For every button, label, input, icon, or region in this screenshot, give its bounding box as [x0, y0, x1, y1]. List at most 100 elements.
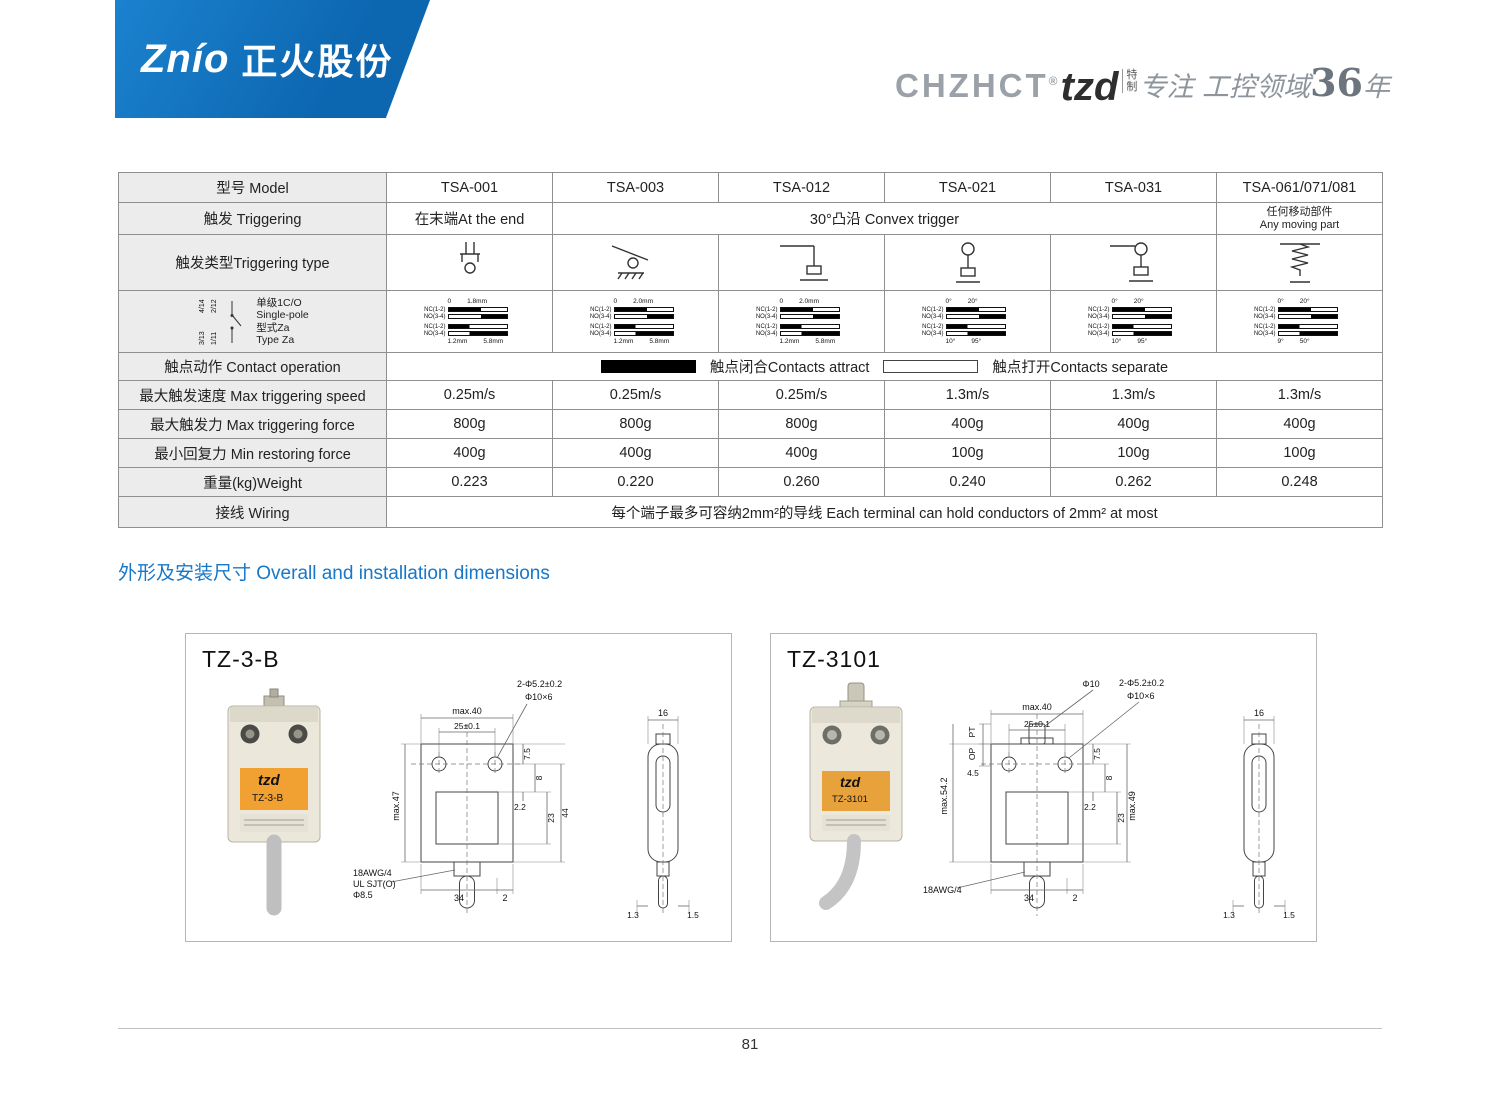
photo-brand-text: tzd — [840, 774, 861, 790]
min-force-value: 100g — [1216, 438, 1383, 468]
dim-op: OP — [967, 748, 977, 761]
contact-label: NO(3-4) — [1087, 330, 1110, 337]
pole-line: Single-pole — [256, 309, 309, 321]
row-model: 型号 Model TSA-001 TSA-003 TSA-012 TSA-021… — [118, 172, 1383, 203]
photo-model-text: TZ-3-B — [252, 793, 283, 804]
contacts-attract-label: 触点闭合Contacts attract — [709, 360, 870, 376]
header-slogan: 专注 工控领域36年 — [1140, 60, 1390, 105]
dim-1-3: 1.3 — [1223, 910, 1235, 920]
weight-value: 0.248 — [1216, 467, 1383, 497]
spec-table: 型号 Model TSA-001 TSA-003 TSA-012 TSA-021… — [118, 172, 1383, 528]
brand-tzd: tzd 特制 — [1061, 67, 1140, 107]
contacts-separate-bar — [883, 360, 979, 373]
footer-divider — [118, 1028, 1382, 1029]
max-force-value: 400g — [884, 409, 1051, 439]
row-label-contact-operation: 触点动作 Contact operation — [118, 352, 387, 381]
contact-label: NC(1-2) — [1254, 306, 1276, 313]
contact-label: NC(1-2) — [756, 306, 778, 313]
contact-diagram-cell: 0°20° NC(1-2) NO(3-4) NC(1-2) NO(3-4) 10… — [1050, 290, 1217, 353]
contact-bar — [447, 331, 508, 336]
photo-model-text: TZ-3101 — [832, 794, 868, 805]
max-force-value: 800g — [718, 409, 885, 439]
photo-mounting-hole-inner — [293, 729, 303, 739]
contact-bar — [447, 307, 508, 312]
dim-max-width: max.40 — [1022, 702, 1052, 712]
contact-timing-diagram: 0°20° NC(1-2) NO(3-4) NC(1-2) NO(3-4) 10… — [914, 297, 1022, 346]
triggering-convex: 30°凸沿 Convex trigger — [552, 202, 1217, 235]
scale-label: 5.8mm — [649, 338, 670, 345]
header-brand-strip: CHZHCT® tzd 特制 专注 工控领域36年 — [895, 60, 1390, 107]
row-label-max-force: 最大触发力 Max triggering force — [118, 409, 387, 439]
max-force-value: 800g — [552, 409, 719, 439]
photo-top-strip — [230, 707, 318, 722]
pole-line: Type Za — [256, 334, 295, 346]
dim-1-3: 1.3 — [627, 910, 639, 920]
section-title: 外形及安装尺寸 Overall and installation dimensi… — [118, 563, 550, 584]
scale-label: 10° — [945, 338, 956, 345]
photo-mounting-hole-inner — [245, 729, 255, 739]
brand-chzhct-text: CHZHCT — [895, 67, 1049, 104]
scale-label: 0 — [447, 298, 452, 305]
wiring-value: 每个端子最多可容纳2mm²的导线 Each terminal can hold … — [386, 496, 1383, 528]
contact-bar — [613, 314, 674, 319]
actuator-icon-spring-wobble — [1279, 242, 1320, 283]
contact-bar — [613, 307, 674, 312]
dim-max-height2: max.49 — [1127, 791, 1137, 821]
contact-bar — [613, 324, 674, 329]
row-label-trigger-type: 触发类型Triggering type — [118, 234, 387, 291]
contact-label: NC(1-2) — [922, 323, 944, 330]
dim-max-height: max.54.2 — [939, 777, 949, 814]
weight-value: 0.240 — [884, 467, 1051, 497]
dim-2: 2 — [1072, 893, 1077, 903]
triggering-any: 任何移动部件 Any moving part — [1216, 202, 1383, 235]
pole-line: 单级1C/O — [256, 296, 302, 309]
scale-label: 0 — [613, 298, 618, 305]
row-max-force: 最大触发力 Max triggering force 800g 800g 800… — [118, 409, 1383, 439]
max-speed-value: 0.25m/s — [718, 380, 885, 410]
scale-label: 9° — [1277, 338, 1284, 345]
tz3101-product-photo: tzd TZ-3101 — [809, 682, 903, 910]
contact-bar — [447, 324, 508, 329]
brand-chzhct: CHZHCT® — [895, 67, 1061, 105]
contact-operation-legend-cell: 触点闭合Contacts attract 触点打开Contacts separa… — [386, 352, 1383, 381]
terminal-label: 1/11 — [211, 331, 218, 344]
dim-8: 8 — [1104, 775, 1114, 780]
contact-label: NO(3-4) — [589, 313, 612, 320]
weight-value: 0.262 — [1050, 467, 1217, 497]
photo-mounting-hole-inner — [875, 730, 885, 740]
row-label-weight: 重量(kg)Weight — [118, 467, 387, 497]
trigger-type-cell — [884, 234, 1051, 291]
photo-spec-plate — [240, 814, 308, 832]
row-weight: 重量(kg)Weight 0.223 0.220 0.260 0.240 0.2… — [118, 467, 1383, 497]
weight-value: 0.220 — [552, 467, 719, 497]
contact-label: NO(3-4) — [921, 313, 944, 320]
dim-max-height: max.47 — [391, 791, 401, 821]
scale-label: 1.2mm — [613, 338, 634, 345]
scale-label: 95° — [1137, 338, 1148, 345]
dim-4-5: 4.5 — [967, 768, 979, 778]
max-force-value: 400g — [1050, 409, 1217, 439]
dim-hole-callout2: Φ10×6 — [525, 692, 552, 702]
tz3101-side-view-drawing: 16 1.3 1.5 — [1223, 708, 1295, 920]
contact-bar — [779, 307, 840, 312]
contact-label: NC(1-2) — [590, 306, 612, 313]
cable-spec-line3: Φ8.5 — [353, 890, 373, 900]
contact-bar — [779, 324, 840, 329]
contact-label: NC(1-2) — [424, 306, 446, 313]
model-value: TSA-003 — [552, 172, 719, 203]
logo-banner: Znío 正火股份 — [115, 0, 430, 118]
page-number: 81 — [741, 1036, 759, 1053]
brand-tzd-tag: 特制 — [1122, 69, 1139, 93]
terminal-label: 3/13 — [199, 331, 206, 345]
pole-line: 型式Za — [256, 321, 290, 334]
scale-label: 0° — [1111, 298, 1118, 305]
model-value: TSA-061/071/081 — [1216, 172, 1383, 203]
model-value: TSA-012 — [718, 172, 885, 203]
single-pole-text: 单级1C/O Single-pole 型式Za Type Za — [256, 297, 309, 347]
trigger-type-cell — [552, 234, 719, 291]
cable-spec-line1: 18AWG/4 — [353, 868, 392, 878]
contact-label: NO(3-4) — [423, 330, 446, 337]
